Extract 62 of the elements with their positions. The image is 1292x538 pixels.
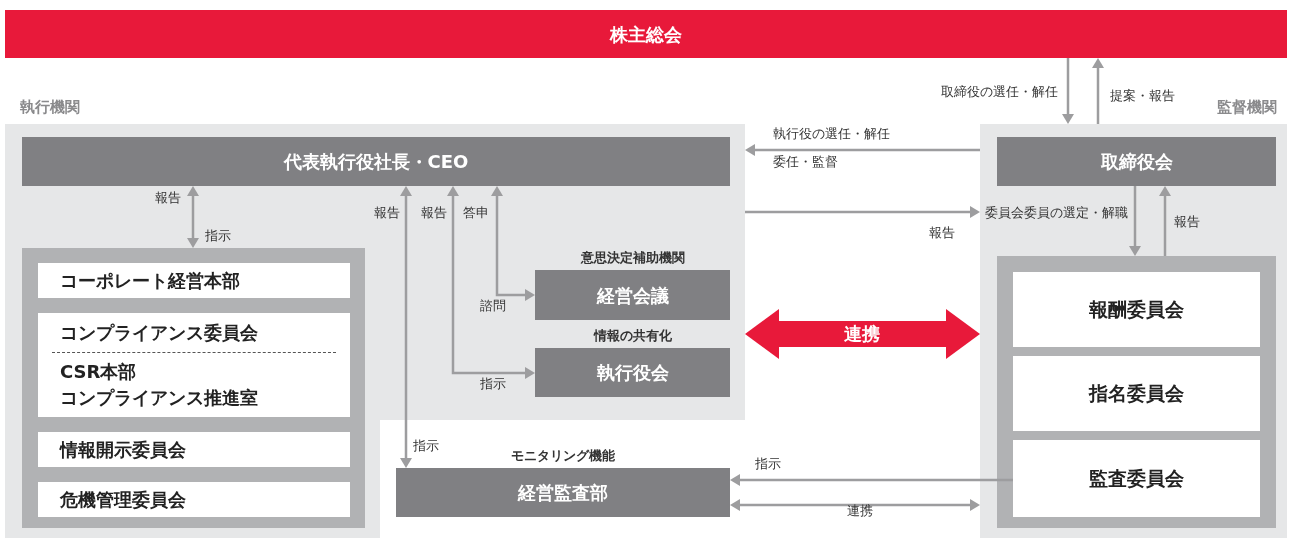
- box-title: 代表執行役社長・CEO: [283, 150, 469, 174]
- edge-label: 取締役の選任・解任: [941, 84, 1058, 100]
- banner-title: 株主総会: [610, 22, 682, 47]
- annotation-text: 委任・監督: [773, 154, 838, 170]
- item-box: [38, 313, 350, 417]
- region-heading: 執行機関: [20, 97, 80, 118]
- annotation-text: 指示: [413, 438, 439, 454]
- item-text: 危機管理委員会: [60, 487, 187, 512]
- box-title: 執行役会: [596, 361, 669, 385]
- committee-box: [1013, 356, 1260, 431]
- item-box: [38, 263, 350, 298]
- arrow: [730, 499, 980, 511]
- committee-text: 監査委員会: [1089, 466, 1184, 492]
- edge-label: 提案・報告: [1110, 88, 1175, 104]
- edge-label: 報告: [929, 225, 955, 241]
- item-text: 情報開示委員会: [60, 437, 187, 462]
- edge-label: 答申: [463, 205, 489, 221]
- process-box: [997, 137, 1276, 186]
- arrow: [491, 186, 535, 301]
- double-arrow: [745, 309, 980, 359]
- item-text: CSR本部: [60, 359, 138, 384]
- annotation-text: 指示: [480, 376, 506, 392]
- committee-text: 報酬委員会: [1089, 297, 1184, 323]
- item-box: [38, 432, 350, 467]
- edge-label: 報告: [1174, 214, 1200, 230]
- arrow: [1129, 186, 1141, 256]
- box-title: 取締役会: [1100, 150, 1173, 174]
- arrow: [1062, 58, 1074, 124]
- edge-label: 報告: [374, 205, 400, 221]
- item-box: [38, 482, 350, 517]
- caption-text: 意思決定補助機関: [579, 249, 686, 267]
- arrow: [400, 186, 412, 468]
- box-title: 経営監査部: [518, 481, 608, 505]
- edge-label: 委員会委員の選定・解職: [985, 205, 1128, 221]
- arrow: [745, 144, 980, 156]
- item-text: コーポレート経営本部: [60, 268, 241, 293]
- committee-box: [1013, 272, 1260, 347]
- edge-label: 指示: [755, 456, 781, 472]
- edge-label: 報告: [155, 190, 181, 206]
- arrow: [1159, 186, 1171, 256]
- group-panel: [997, 256, 1276, 528]
- edge-label: 連携: [844, 326, 880, 342]
- caption-text: 情報の共有化: [592, 327, 673, 345]
- edge-label: 執行役の選任・解任: [773, 126, 890, 142]
- item-text: コンプライアンス委員会: [60, 320, 259, 345]
- box-title: 経営会議: [596, 283, 669, 308]
- committee-text: 指名委員会: [1089, 381, 1184, 407]
- banner-bar: [5, 10, 1287, 58]
- process-box: [22, 137, 730, 186]
- arrow: [447, 186, 535, 379]
- arrow: [187, 186, 199, 248]
- edge-label: 報告: [421, 205, 447, 221]
- annotation-text: 諮問: [480, 298, 506, 314]
- arrow: [745, 206, 980, 218]
- arrow: [730, 474, 1013, 486]
- arrow: [1092, 58, 1104, 124]
- group-panel: [22, 248, 365, 528]
- region-heading: 監督機関: [1217, 97, 1277, 118]
- annotation-text: 指示: [205, 228, 231, 244]
- committee-box: [1013, 440, 1260, 517]
- item-text: コンプライアンス推進室: [60, 385, 259, 410]
- edge-label: 連携: [847, 503, 873, 519]
